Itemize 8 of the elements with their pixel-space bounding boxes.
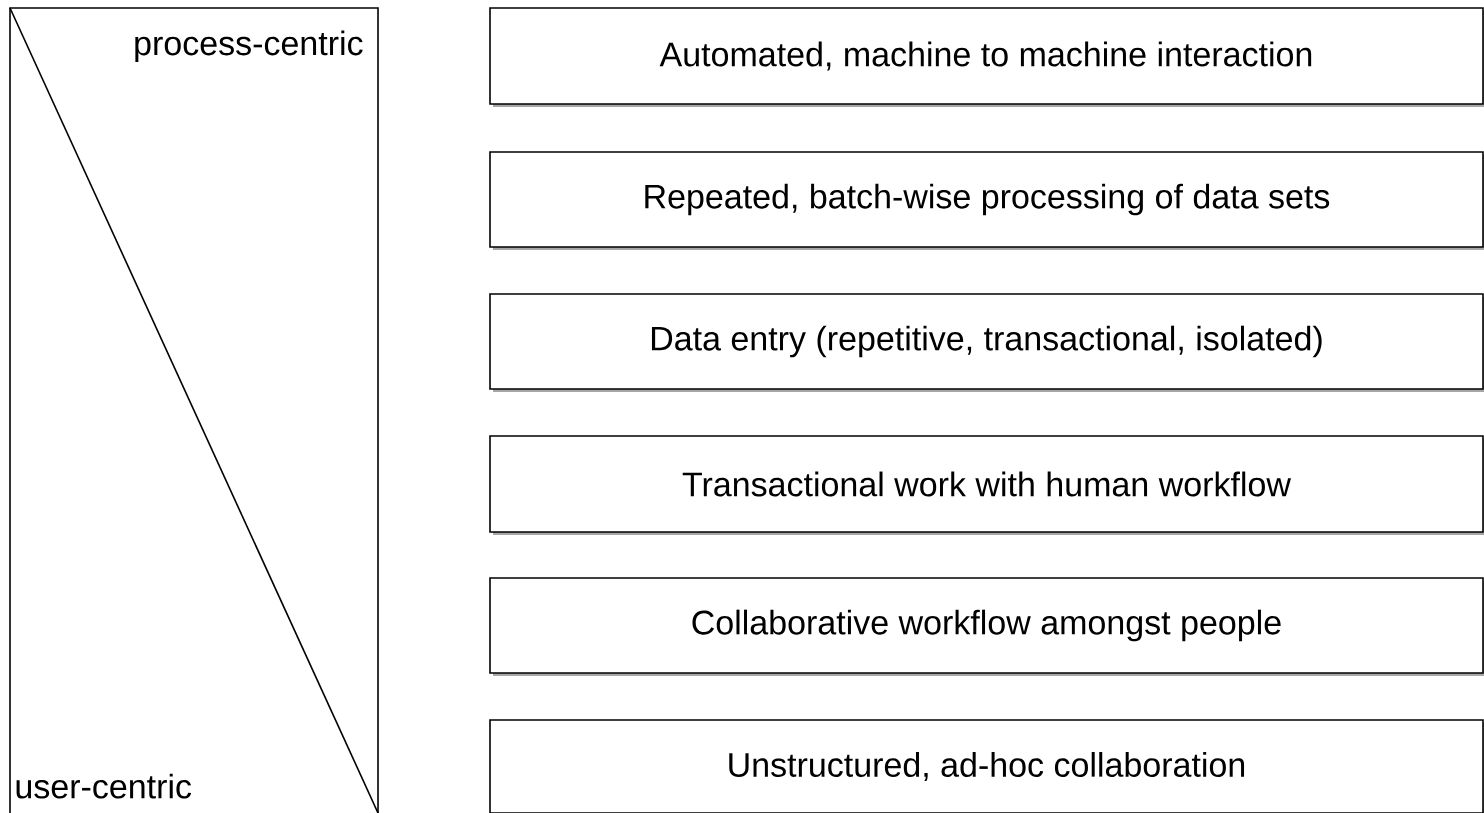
category-box: Unstructured, ad-hoc collaboration	[489, 719, 1484, 813]
axis-label: process-centric	[135, 30, 363, 63]
axis-label: user-centric	[16, 773, 192, 799]
category-box: Transactional work with human workflow	[489, 435, 1484, 535]
category-box: Repeated, batch-wise processing of data sets	[489, 151, 1484, 250]
category-box: Automated, machine to machine interaction	[489, 7, 1484, 107]
category-box: Data entry (repetitive, transactional, isolated)	[489, 293, 1484, 392]
category-box: Collaborative workflow amongst people	[489, 577, 1484, 676]
